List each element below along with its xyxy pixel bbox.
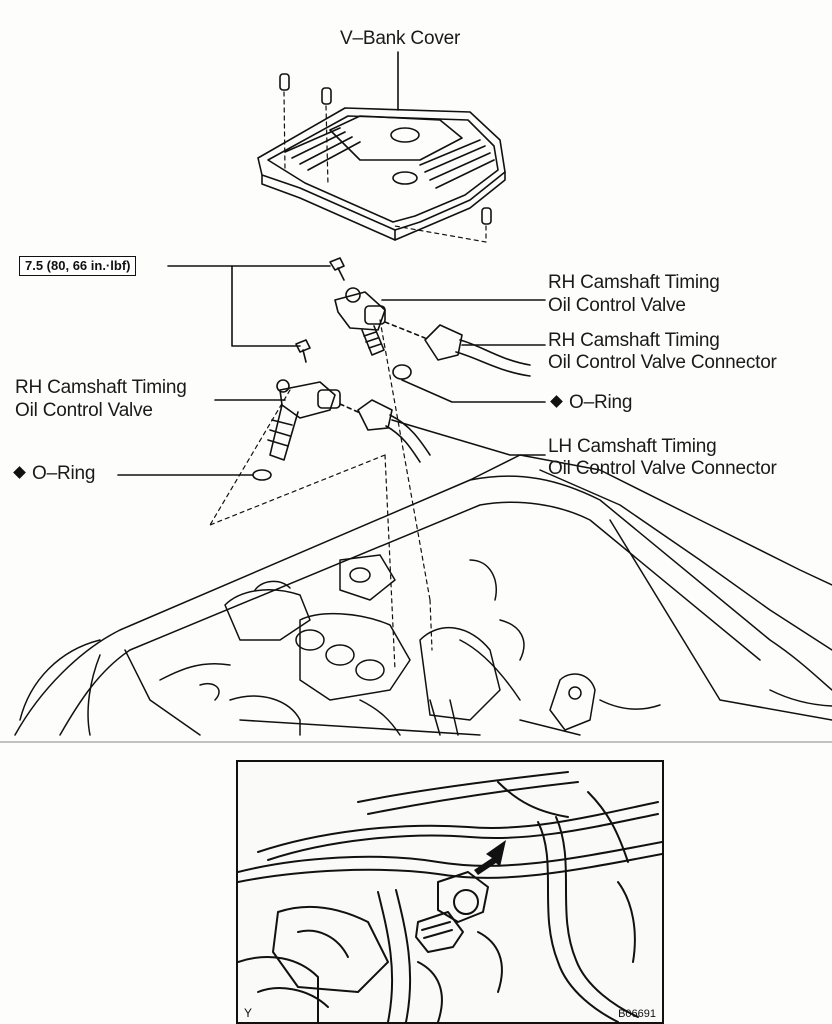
grommet-2 <box>321 87 332 105</box>
lh-connector-part <box>339 399 546 463</box>
grommet-1 <box>279 73 290 91</box>
oring-right-label: O–Ring <box>550 392 633 414</box>
diamond-icon <box>13 466 26 479</box>
inset-drawing <box>238 771 662 1022</box>
inset-photo-view: Y B06691 <box>236 760 664 1024</box>
rh-ocv-right-part <box>334 287 546 356</box>
bolt-lower <box>295 339 311 363</box>
oring-right-text: O–Ring <box>569 392 633 413</box>
grommet-3 <box>481 207 492 225</box>
rh-ocv-left-label-line1: RH Camshaft Timing <box>15 377 187 398</box>
lh-connector-label-line1: LH Camshaft Timing <box>548 436 717 457</box>
rh-ocv-left-part <box>214 379 341 461</box>
rh-ocv-left-label-line2: Oil Control Valve <box>15 400 153 421</box>
torque-spec-label: 7.5 (80, 66 in.·lbf) <box>19 256 137 276</box>
bolt-upper <box>329 257 345 281</box>
lh-connector-label-line2: Oil Control Valve Connector <box>548 458 777 479</box>
oring-left-text: O–Ring <box>32 463 96 484</box>
rh-ocv-right-label-line1: RH Camshaft Timing <box>548 272 720 293</box>
rh-connector-part <box>384 321 546 377</box>
exploded-view-drawing <box>0 51 832 743</box>
arrow-icon <box>474 840 506 875</box>
figure-code: B06691 <box>618 1008 656 1020</box>
rh-connector-label-line2: Oil Control Valve Connector <box>548 352 777 373</box>
rh-connector-label-line1: RH Camshaft Timing <box>548 330 720 351</box>
diamond-icon <box>550 395 563 408</box>
rh-ocv-right-label-line2: Oil Control Valve <box>548 295 686 316</box>
view-letter: Y <box>244 1006 253 1020</box>
oring-left-label: O–Ring <box>13 463 96 485</box>
vbank-cover-part <box>257 107 506 241</box>
engine-bay-drawing <box>14 454 832 736</box>
oring-right-part <box>392 364 412 380</box>
vbank-cover-label: V–Bank Cover <box>340 28 461 49</box>
oring-left-part <box>252 469 272 481</box>
